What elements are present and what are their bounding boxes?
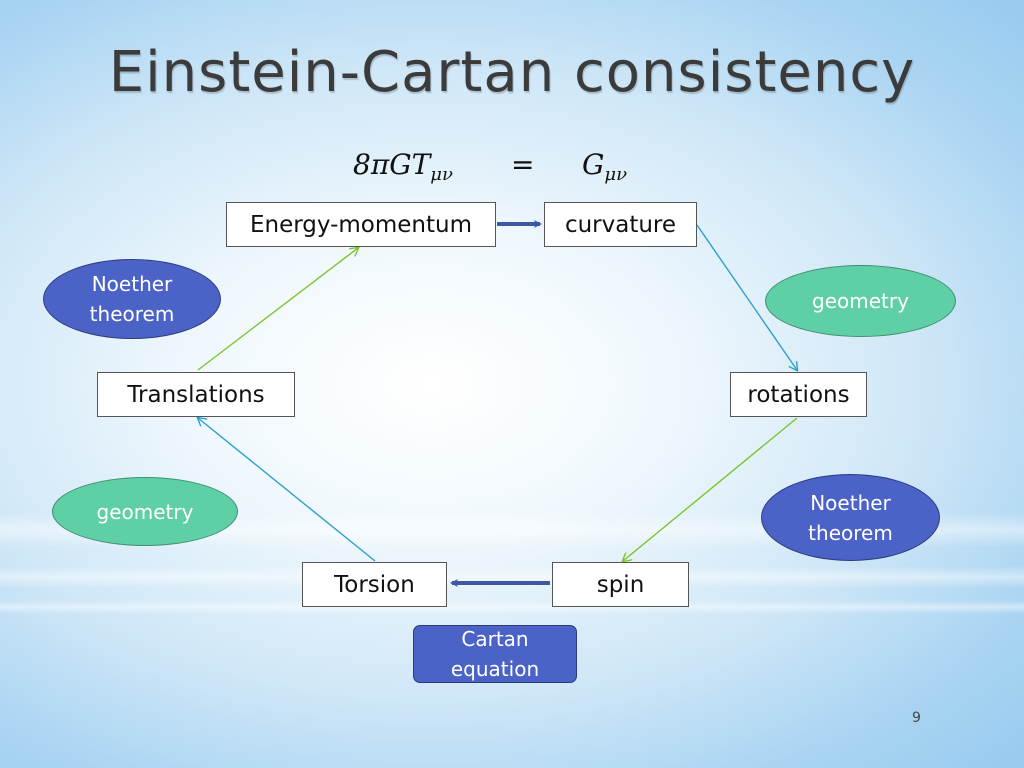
cartan-line1: Cartan <box>461 627 529 651</box>
equation-left-base: 8πGT <box>353 148 431 181</box>
node-spin: spin <box>552 562 689 607</box>
label-noether-theorem-left: Noether theorem <box>43 259 221 339</box>
equation-operator: = <box>511 148 535 181</box>
node-energy-momentum: Energy-momentum <box>226 202 496 247</box>
arrow-curvature-to-rotations <box>696 224 797 370</box>
cartan-line2: equation <box>450 657 540 681</box>
slide-title: Einstein-Cartan consistency <box>108 40 916 105</box>
noether-right-line1: Noether <box>810 490 891 515</box>
node-translations: Translations <box>97 372 295 417</box>
noether-left-line2: theorem <box>89 302 175 326</box>
noether-left-line1: Noether <box>91 272 173 296</box>
node-rotations: rotations <box>730 372 867 417</box>
arrow-rotations-to-spin <box>623 417 798 561</box>
label-geometry-left: geometry <box>52 477 238 546</box>
equation-right-base: G <box>582 148 605 181</box>
equation-right-subscript: μν <box>604 164 628 185</box>
node-curvature: curvature <box>544 202 697 247</box>
equation-right: Gμν <box>582 148 627 185</box>
node-torsion: Torsion <box>302 562 447 607</box>
page-number: 9 <box>912 710 921 726</box>
arrow-torsion-to-translations <box>198 418 376 562</box>
noether-right-line2: theorem <box>808 520 893 545</box>
label-noether-theorem-right: Noether theorem <box>761 474 940 561</box>
label-geometry-right: geometry <box>765 265 956 337</box>
equation-left: 8πGTμν <box>353 148 453 185</box>
equation-left-subscript: μν <box>430 164 453 185</box>
label-cartan-equation: Cartan equation <box>413 625 577 683</box>
arrow-translations-to-energy <box>197 248 358 371</box>
